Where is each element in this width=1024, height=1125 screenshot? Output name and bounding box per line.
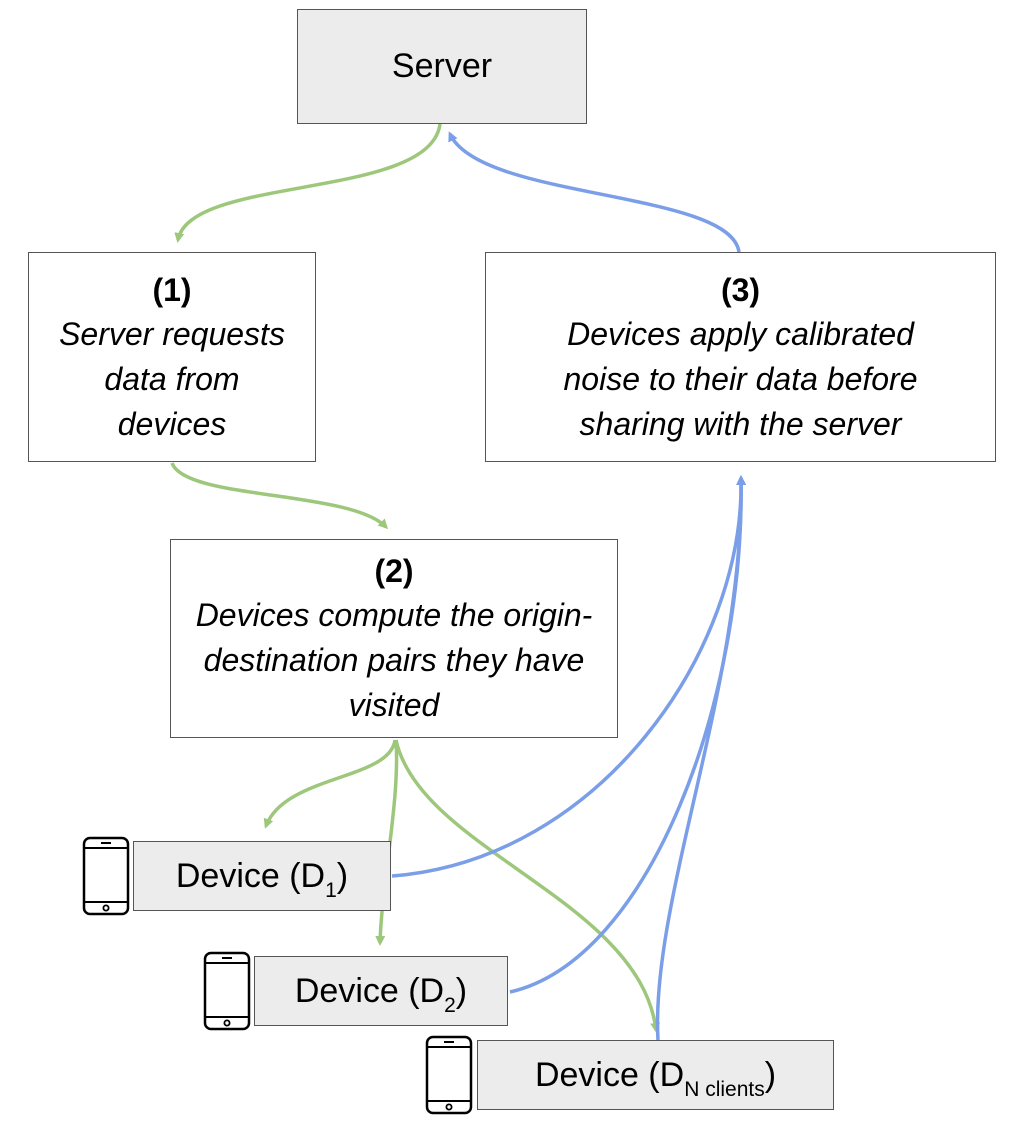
step2-number: (2) [374, 553, 414, 589]
deviceN-label: Device (DN clients) [534, 1055, 777, 1101]
device2-label: Device (D2) [294, 971, 468, 1017]
server-label: Server [391, 47, 493, 85]
step2-box: (2) Devices compute the origin-destinati… [170, 539, 618, 738]
arrow-step2-to-device2 [375, 739, 399, 946]
smartphone-icon [82, 836, 130, 916]
step3-text: Devices apply calibrated noise to their … [563, 315, 918, 442]
step1-number: (1) [152, 271, 192, 308]
step1-text: Server requests data from devices [59, 315, 285, 442]
arrow-step2-to-deviceN [394, 739, 661, 1033]
step2-text: Devices compute the origin-destination p… [195, 597, 593, 723]
arrow-step3-to-server [448, 131, 741, 253]
smartphone-icon [425, 1035, 473, 1115]
device1-box: Device (D1) [133, 841, 391, 911]
device1-label: Device (D1) [175, 856, 349, 902]
step3-box: (3) Devices apply calibrated noise to th… [485, 252, 996, 462]
step3-number: (3) [720, 271, 761, 308]
deviceN-box: Device (DN clients) [477, 1040, 834, 1110]
arrow-step2-to-device1 [263, 739, 397, 829]
arrow-server-to-step1 [174, 123, 442, 243]
arrow-device1-to-step3 [391, 475, 747, 878]
arrow-step1-to-step2 [170, 462, 389, 530]
device2-box: Device (D2) [254, 956, 508, 1026]
server-box: Server [297, 9, 587, 124]
smartphone-icon [203, 951, 251, 1031]
step1-box: (1) Server requests data from devices [28, 252, 316, 462]
arrow-deviceN-to-step3 [655, 475, 747, 1041]
